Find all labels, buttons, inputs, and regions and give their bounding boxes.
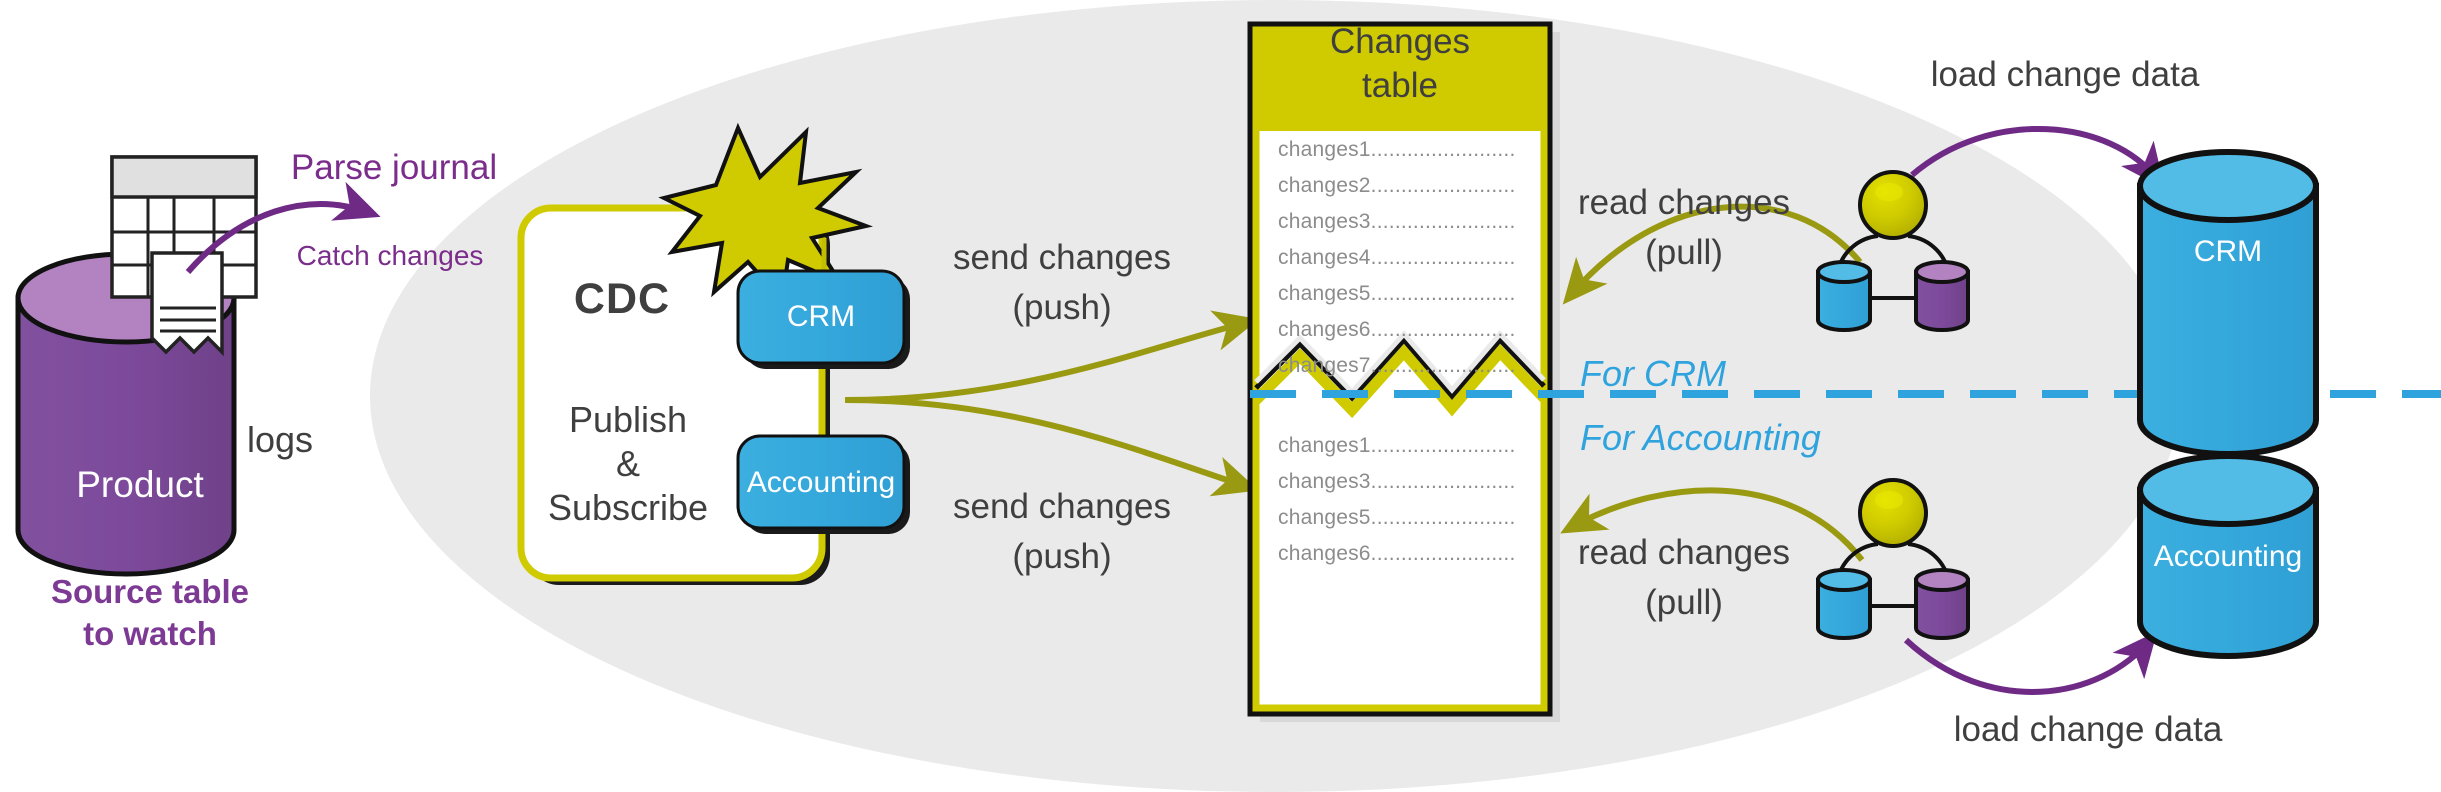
changes-row: changes3........................: [1278, 470, 1516, 493]
source-table-icon: [110, 155, 258, 299]
target-crm-label: CRM: [2193, 235, 2263, 268]
read-changes-bottom-line1: read changes: [1577, 533, 1791, 572]
partition-label-for-crm: For CRM: [1580, 353, 1726, 394]
changes-table-shape: [1247, 21, 1560, 722]
logs-document-icon: [150, 251, 224, 357]
send-changes-bottom-arrow: [844, 397, 1259, 497]
load-change-data-bottom-arrow: [1903, 631, 2158, 695]
crm-consumer-icon: [1816, 170, 1970, 332]
source-caption-line2: to watch: [83, 615, 217, 652]
load-change-data-top-label: load change data: [1930, 55, 2200, 94]
read-changes-bottom-arrow: [1560, 487, 1865, 562]
cdc-title: CDC: [573, 275, 671, 323]
parse-journal-label: Parse journal: [290, 148, 498, 187]
changes-row: changes1........................: [1278, 434, 1516, 457]
logs-document-label: logs: [247, 419, 314, 460]
cdc-body-line1: Publish: [568, 399, 688, 440]
send-changes-bottom-line1: send changes: [953, 487, 1171, 526]
send-changes-top-line1: send changes: [953, 238, 1171, 277]
partition-zigzag-divider: [1252, 330, 1548, 419]
source-cylinder-label: Product: [76, 464, 204, 505]
cdc-subscriber-crm-shape: [736, 269, 910, 369]
cdc-subscriber-accounting-label[interactable]: Accounting: [746, 466, 896, 499]
read-changes-bottom-line2: (pull): [1645, 583, 1723, 622]
read-changes-top-arrow: [1562, 203, 1863, 305]
source-caption-line1: Source table: [50, 573, 250, 610]
load-change-data-bottom-label: load change data: [1953, 710, 2223, 749]
changes-row: changes2........................: [1278, 174, 1516, 197]
partition-label-for-accounting: For Accounting: [1580, 417, 1821, 458]
send-changes-bottom-line2: (push): [1012, 537, 1112, 576]
changes-row: changes4........................: [1278, 246, 1516, 269]
read-changes-top-line2: (pull): [1645, 233, 1723, 272]
send-changes-top-line2: (push): [1012, 288, 1112, 327]
accounting-consumer-icon: [1816, 478, 1970, 640]
load-change-data-top-arrow: [1910, 126, 2165, 189]
changes-table-title-line1: Changes: [1329, 22, 1471, 61]
changes-row: changes5........................: [1278, 506, 1516, 529]
changes-table-title-line2: table: [1362, 66, 1438, 105]
catch-changes-arrow: [185, 181, 381, 274]
catch-changes-label: Catch changes: [296, 240, 484, 271]
changes-row: changes1........................: [1278, 138, 1516, 161]
target-accounting-label: Accounting: [2153, 540, 2303, 573]
changes-row: changes7........................: [1278, 354, 1516, 377]
cdc-body-line2: &: [615, 443, 641, 484]
read-changes-top-line1: read changes: [1577, 183, 1791, 222]
cdc-subscriber-crm-label[interactable]: CRM: [786, 300, 856, 333]
cdc-body-line3: Subscribe: [547, 487, 709, 528]
target-crm-cylinder: [2137, 149, 2319, 457]
changes-row: changes5........................: [1278, 282, 1516, 305]
cdc-subscriber-accounting-shape: [736, 434, 910, 534]
target-accounting-cylinder: [2137, 453, 2319, 659]
changes-row: changes3........................: [1278, 210, 1516, 233]
send-changes-top-arrow: [844, 310, 1259, 403]
changes-row: changes6........................: [1278, 318, 1516, 341]
changes-row: changes6........................: [1278, 542, 1516, 565]
